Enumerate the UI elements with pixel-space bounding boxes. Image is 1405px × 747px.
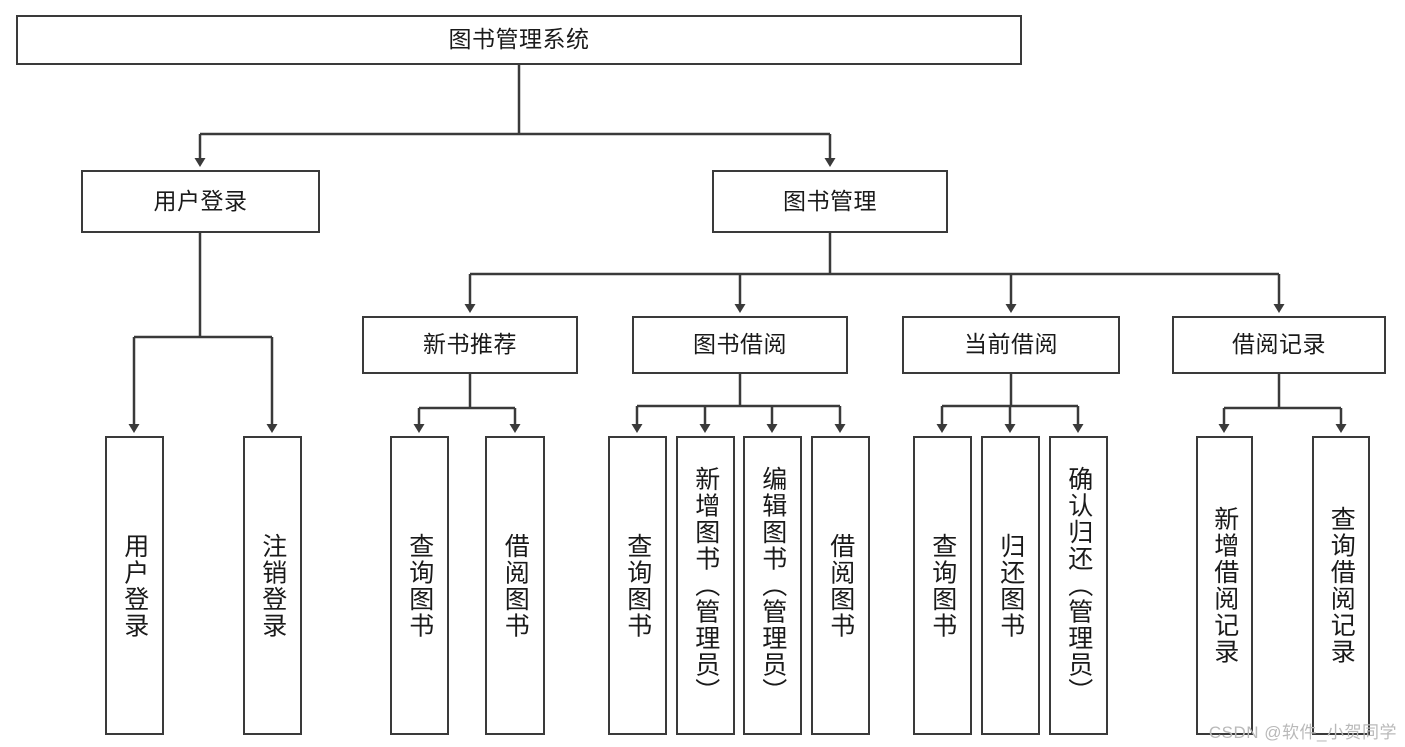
leaf-add-borrow-record[interactable]: 新增借阅记录 bbox=[1196, 436, 1253, 735]
node-label: 借阅图书 bbox=[826, 532, 855, 639]
leaf-query-book-borrow[interactable]: 查询图书 bbox=[608, 436, 667, 735]
leaf-user-login[interactable]: 用户登录 bbox=[105, 436, 164, 735]
leaf-query-book-current[interactable]: 查询图书 bbox=[913, 436, 972, 735]
node-label: 查询图书 bbox=[928, 532, 957, 639]
node-label: 用户登录 bbox=[120, 532, 149, 639]
node-new-book-recommendation[interactable]: 新书推荐 bbox=[362, 316, 578, 374]
leaf-edit-book-admin[interactable]: 编辑图书（管理员） bbox=[743, 436, 802, 735]
node-label: 新书推荐 bbox=[423, 331, 517, 358]
node-label: 新增图书（管理员） bbox=[691, 466, 720, 705]
node-root-book-management-system[interactable]: 图书管理系统 bbox=[16, 15, 1022, 65]
leaf-confirm-return-admin[interactable]: 确认归还（管理员） bbox=[1049, 436, 1108, 735]
leaf-add-book-admin[interactable]: 新增图书（管理员） bbox=[676, 436, 735, 735]
node-user-login[interactable]: 用户登录 bbox=[81, 170, 320, 233]
node-current-borrow[interactable]: 当前借阅 bbox=[902, 316, 1120, 374]
node-label: 新增借阅记录 bbox=[1210, 506, 1239, 665]
node-label: 用户登录 bbox=[153, 187, 248, 214]
node-label: 归还图书 bbox=[996, 532, 1025, 639]
node-label: 图书借阅 bbox=[693, 331, 787, 358]
node-label: 注销登录 bbox=[258, 532, 287, 639]
node-book-management[interactable]: 图书管理 bbox=[712, 170, 948, 233]
node-label: 借阅记录 bbox=[1232, 331, 1326, 358]
watermark: CSDN @软件_小贺同学 bbox=[1208, 723, 1397, 742]
leaf-borrow-book-recommend[interactable]: 借阅图书 bbox=[485, 436, 545, 735]
node-label: 查询图书 bbox=[405, 532, 434, 639]
node-label: 图书管理系统 bbox=[448, 26, 590, 53]
node-label: 确认归还（管理员） bbox=[1064, 466, 1093, 705]
leaf-query-borrow-record[interactable]: 查询借阅记录 bbox=[1312, 436, 1370, 735]
leaf-query-book-recommend[interactable]: 查询图书 bbox=[390, 436, 449, 735]
leaf-logout[interactable]: 注销登录 bbox=[243, 436, 302, 735]
node-label: 编辑图书（管理员） bbox=[758, 466, 787, 705]
node-label: 借阅图书 bbox=[501, 532, 530, 639]
node-label: 查询借阅记录 bbox=[1327, 506, 1356, 665]
node-label: 图书管理 bbox=[783, 187, 877, 214]
leaf-borrow-book[interactable]: 借阅图书 bbox=[811, 436, 870, 735]
node-book-borrow[interactable]: 图书借阅 bbox=[632, 316, 848, 374]
node-label: 当前借阅 bbox=[964, 331, 1058, 358]
node-label: 查询图书 bbox=[623, 532, 652, 639]
node-borrow-record[interactable]: 借阅记录 bbox=[1172, 316, 1386, 374]
leaf-return-book[interactable]: 归还图书 bbox=[981, 436, 1040, 735]
